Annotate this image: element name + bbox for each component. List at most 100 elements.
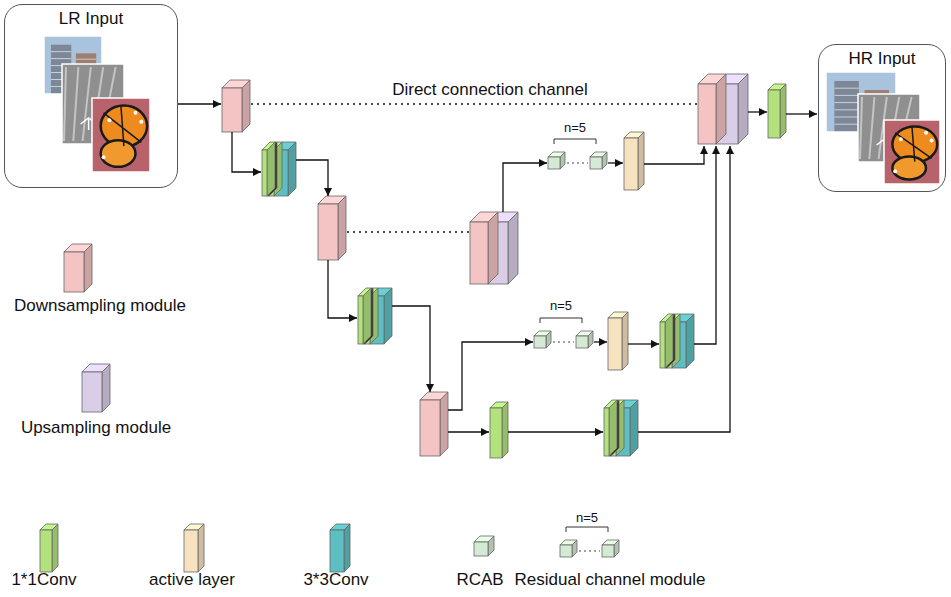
wing-spot: [893, 169, 897, 173]
input-panel: LR Input: [4, 4, 178, 188]
block-top: [470, 212, 498, 222]
window-row: [51, 58, 71, 59]
rcab-cube: [602, 540, 619, 557]
legend-swatch: [330, 524, 350, 572]
panel-title: LR Input: [5, 9, 177, 29]
block-side: [780, 84, 786, 138]
stack-layer: [609, 400, 619, 456]
legend-swatch: [40, 524, 58, 572]
legend-label: Residual channel module: [515, 570, 706, 590]
legend-label: 1*1Conv: [11, 570, 76, 590]
block-top: [64, 244, 92, 252]
block-front: [490, 408, 502, 458]
legend-swatch: [82, 364, 110, 412]
block-front: [602, 545, 614, 557]
block-top: [768, 84, 786, 90]
wing-spot: [924, 131, 928, 135]
window-row: [51, 51, 71, 52]
channel-label: Direct connection channel: [392, 80, 588, 100]
block-top: [222, 80, 250, 88]
texture-line: [73, 67, 78, 141]
repeat-bracket: [554, 139, 596, 144]
window-row: [834, 124, 859, 125]
block-front: [474, 542, 488, 556]
repeat-count: n=5: [564, 120, 586, 136]
block-front: [358, 296, 363, 344]
block-side: [344, 524, 350, 572]
conv1x1-block: [490, 402, 508, 458]
block-front: [590, 157, 602, 169]
stack-layer: [267, 142, 277, 196]
block-front: [184, 530, 198, 572]
block-top: [184, 524, 204, 530]
block-top: [660, 314, 673, 322]
block-top: [490, 402, 508, 408]
block-side: [630, 400, 638, 456]
block-front: [768, 90, 780, 138]
flow-arrow: [232, 132, 261, 172]
window-row: [834, 88, 859, 89]
input-panel: HR Input: [818, 44, 946, 192]
block-front: [82, 372, 102, 412]
block-side: [338, 196, 346, 260]
block-top: [624, 132, 644, 138]
block-top: [604, 400, 617, 408]
block-front: [40, 530, 52, 572]
upsampling-block: [716, 74, 748, 144]
block-front: [262, 150, 267, 196]
texture-line: [860, 97, 862, 159]
legend-label: RCAB: [456, 570, 503, 590]
stack-layer: [665, 314, 675, 368]
block-side: [384, 288, 392, 344]
block-side: [738, 74, 748, 144]
block-side: [502, 402, 508, 458]
network: [222, 74, 786, 458]
flow-arrow: [392, 306, 430, 392]
rcab-cube: [560, 540, 577, 557]
block-front: [624, 138, 638, 190]
flow-arrow: [448, 342, 533, 410]
block-side: [440, 392, 448, 456]
window-row: [76, 59, 96, 60]
texture-line: [64, 67, 66, 141]
rcab-cube: [590, 152, 607, 169]
photo-ground: [92, 98, 150, 172]
direct-connection-line: [251, 103, 697, 104]
block-front: [660, 322, 665, 368]
block-top: [534, 331, 551, 336]
rcab-cube: [534, 331, 551, 348]
block-side: [267, 142, 275, 196]
window-row: [834, 102, 859, 103]
downsampling-block: [470, 212, 498, 284]
ellipsis-dots: [567, 162, 588, 163]
stack-layer: [660, 314, 673, 368]
window-row: [834, 109, 859, 110]
block-front: [548, 157, 560, 169]
legend: [40, 244, 619, 572]
flow-arrow: [448, 431, 489, 432]
conv1x1-block: [768, 84, 786, 138]
block-front: [576, 336, 588, 348]
block-side: [488, 212, 498, 284]
block-top: [318, 196, 346, 204]
photo-ground: [884, 120, 940, 184]
block-top: [590, 152, 607, 157]
block-front: [604, 408, 609, 456]
rcab-cube: [576, 331, 593, 348]
block-side: [609, 400, 617, 456]
flow-arrow: [503, 163, 547, 212]
upsampling-block: [488, 212, 518, 284]
block-side: [665, 314, 673, 368]
window-row: [834, 95, 859, 96]
window-row: [834, 117, 859, 118]
stack-layer: [363, 288, 373, 344]
active-layer-block: [624, 132, 644, 190]
active-layer-block: [608, 312, 628, 370]
block-top: [474, 536, 494, 542]
residual-channel-module: [534, 318, 593, 348]
rcab-cube: [548, 152, 565, 169]
block-top: [420, 392, 448, 400]
wing-spot: [899, 137, 903, 141]
wing-spot: [139, 120, 143, 124]
downsampling-block: [222, 80, 250, 132]
